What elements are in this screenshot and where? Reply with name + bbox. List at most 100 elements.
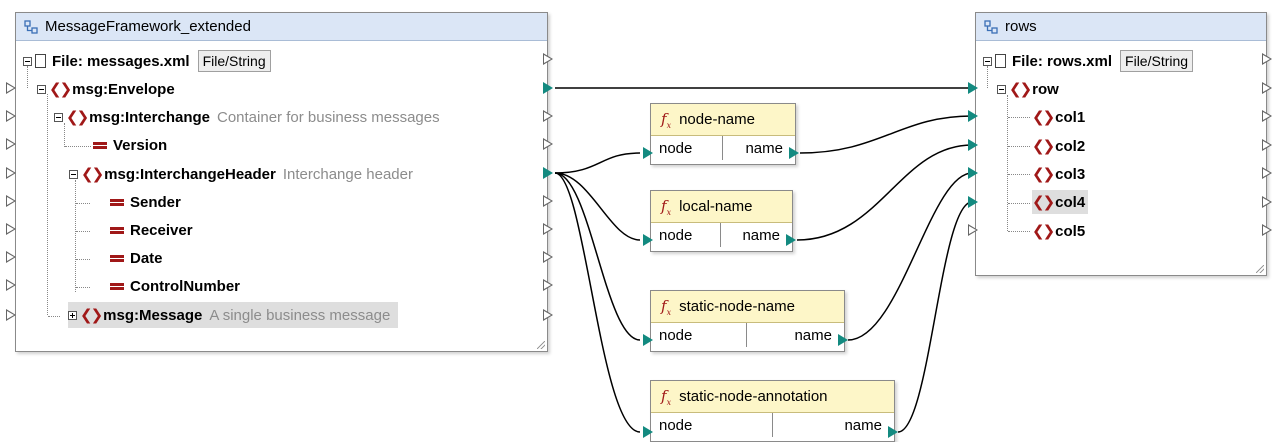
source-file-string-button[interactable]: File/String bbox=[197, 50, 271, 72]
target-input-port-col4[interactable] bbox=[968, 196, 978, 208]
element-icon: ❮❯ bbox=[80, 306, 103, 324]
element-icon: ❮❯ bbox=[1032, 137, 1055, 155]
function-local-name[interactable]: fx local-name node name bbox=[650, 190, 793, 252]
source-output-port-sender[interactable] bbox=[543, 195, 553, 207]
target-input-port-col2[interactable] bbox=[968, 139, 978, 151]
target-input-port-col3[interactable] bbox=[968, 167, 978, 179]
file-icon bbox=[995, 54, 1006, 68]
function-node-name[interactable]: fx node-name node name bbox=[650, 103, 796, 165]
source-output-port-interchangeheader[interactable] bbox=[543, 167, 553, 179]
target-output-port-col1[interactable] bbox=[1262, 110, 1272, 122]
static-node-annotation-input-port[interactable] bbox=[643, 426, 653, 438]
source-input-port-controlnumber[interactable] bbox=[6, 279, 16, 291]
node-name-input-port[interactable] bbox=[643, 147, 653, 159]
source-input-port-date[interactable] bbox=[6, 251, 16, 263]
collapse-icon[interactable] bbox=[983, 56, 992, 66]
node-name-output-port[interactable] bbox=[789, 147, 799, 159]
static-node-annotation-output-port[interactable] bbox=[888, 426, 898, 438]
target-output-port-col2[interactable] bbox=[1262, 139, 1272, 151]
tree-item-msg-message[interactable]: ❮❯ msg:Message A single business message bbox=[68, 302, 399, 328]
annotation-text: A single business message bbox=[209, 306, 391, 324]
function-input-node: node bbox=[651, 323, 747, 347]
source-component[interactable]: MessageFramework_extended File: messages… bbox=[15, 12, 548, 352]
target-component[interactable]: rows File: rows.xml File/String ❮❯ row ❮… bbox=[975, 12, 1267, 276]
tree-item-sender[interactable]: Sender bbox=[108, 188, 181, 216]
function-input-node: node bbox=[651, 413, 773, 437]
function-input-node: node bbox=[651, 223, 721, 247]
connection-header-to-static-node-annotation bbox=[554, 172, 641, 433]
tree-item-col5[interactable]: ❮❯ col5 bbox=[1032, 217, 1085, 245]
collapse-icon[interactable] bbox=[23, 56, 32, 66]
source-input-port-version[interactable] bbox=[6, 138, 16, 150]
tree-item-col3[interactable]: ❮❯ col3 bbox=[1032, 160, 1085, 188]
source-output-port-receiver[interactable] bbox=[543, 223, 553, 235]
source-output-port-controlnumber[interactable] bbox=[543, 279, 553, 291]
tree-item-receiver[interactable]: Receiver bbox=[108, 216, 193, 244]
target-output-port-row[interactable] bbox=[1262, 82, 1272, 94]
tree-item-controlnumber[interactable]: ControlNumber bbox=[108, 272, 240, 300]
target-input-port-col1[interactable] bbox=[968, 110, 978, 122]
source-component-title: MessageFramework_extended bbox=[45, 18, 251, 35]
source-file-row[interactable]: File: messages.xml File/String bbox=[23, 47, 271, 75]
source-component-header[interactable]: MessageFramework_extended bbox=[16, 13, 547, 41]
tree-item-col1[interactable]: ❮❯ col1 bbox=[1032, 103, 1085, 131]
source-input-port-interchangeheader[interactable] bbox=[6, 167, 16, 179]
collapse-icon[interactable] bbox=[997, 84, 1006, 94]
tree-item-msg-interchangeheader[interactable]: ❮❯ msg:InterchangeHeader Interchange hea… bbox=[69, 160, 413, 188]
tree-item-label: Version bbox=[113, 136, 168, 154]
element-icon: ❮❯ bbox=[49, 80, 72, 98]
function-input-label: node bbox=[659, 139, 693, 157]
target-component-header[interactable]: rows bbox=[976, 13, 1266, 41]
function-static-node-name[interactable]: fx static-node-name node name bbox=[650, 290, 845, 352]
resize-handle[interactable] bbox=[537, 341, 545, 349]
tree-item-col4[interactable]: ❮❯ col4 bbox=[1032, 190, 1089, 214]
target-input-port-row[interactable] bbox=[968, 82, 978, 94]
function-static-node-annotation[interactable]: fx static-node-annotation node name bbox=[650, 380, 895, 442]
target-output-port-col4[interactable] bbox=[1262, 196, 1272, 208]
tree-item-version[interactable]: Version bbox=[91, 131, 167, 159]
element-icon: ❮❯ bbox=[1009, 80, 1032, 98]
function-header[interactable]: fx node-name bbox=[651, 104, 795, 136]
tree-item-row[interactable]: ❮❯ row bbox=[997, 75, 1059, 103]
connection-header-to-node-name bbox=[554, 152, 641, 174]
expand-icon[interactable] bbox=[68, 310, 77, 320]
target-output-port-col3[interactable] bbox=[1262, 167, 1272, 179]
collapse-icon[interactable] bbox=[37, 84, 46, 94]
tree-item-label: Receiver bbox=[130, 221, 193, 239]
tree-item-col2[interactable]: ❮❯ col2 bbox=[1032, 132, 1085, 160]
source-output-port-interchange[interactable] bbox=[543, 110, 553, 122]
source-input-port-receiver[interactable] bbox=[6, 223, 16, 235]
source-output-port-date[interactable] bbox=[543, 251, 553, 263]
source-output-port-message[interactable] bbox=[543, 309, 553, 321]
source-output-port-version[interactable] bbox=[543, 138, 553, 150]
source-output-port-envelope[interactable] bbox=[543, 82, 553, 94]
local-name-input-port[interactable] bbox=[643, 234, 653, 246]
function-header[interactable]: fx local-name bbox=[651, 191, 792, 223]
function-header[interactable]: fx static-node-name bbox=[651, 291, 844, 323]
target-file-row[interactable]: File: rows.xml File/String bbox=[983, 47, 1194, 75]
function-input-label: node bbox=[659, 416, 693, 434]
tree-item-date[interactable]: Date bbox=[108, 244, 163, 272]
source-output-port-file[interactable] bbox=[543, 53, 553, 65]
target-input-port-col5[interactable] bbox=[968, 224, 978, 236]
tree-item-msg-envelope[interactable]: ❮❯ msg:Envelope bbox=[37, 75, 175, 103]
source-input-port-message[interactable] bbox=[6, 309, 16, 321]
static-node-name-input-port[interactable] bbox=[643, 334, 653, 346]
target-file-string-button[interactable]: File/String bbox=[1120, 50, 1194, 72]
target-output-port-file[interactable] bbox=[1262, 53, 1272, 65]
tree-item-msg-interchange[interactable]: ❮❯ msg:Interchange Container for busines… bbox=[54, 103, 440, 131]
tree-item-label: col5 bbox=[1055, 222, 1086, 240]
tree-item-label: col2 bbox=[1055, 137, 1086, 155]
local-name-output-port[interactable] bbox=[786, 234, 796, 246]
tree-item-label: msg:Envelope bbox=[72, 80, 175, 98]
target-output-port-col5[interactable] bbox=[1262, 224, 1272, 236]
source-input-port-sender[interactable] bbox=[6, 195, 16, 207]
resize-handle[interactable] bbox=[1256, 265, 1264, 273]
collapse-icon[interactable] bbox=[54, 112, 63, 122]
static-node-name-output-port[interactable] bbox=[838, 334, 848, 346]
collapse-icon[interactable] bbox=[69, 169, 78, 179]
source-input-port-envelope[interactable] bbox=[6, 82, 16, 94]
source-input-port-interchange[interactable] bbox=[6, 110, 16, 122]
function-header[interactable]: fx static-node-annotation bbox=[651, 381, 894, 413]
attribute-icon bbox=[93, 141, 107, 149]
